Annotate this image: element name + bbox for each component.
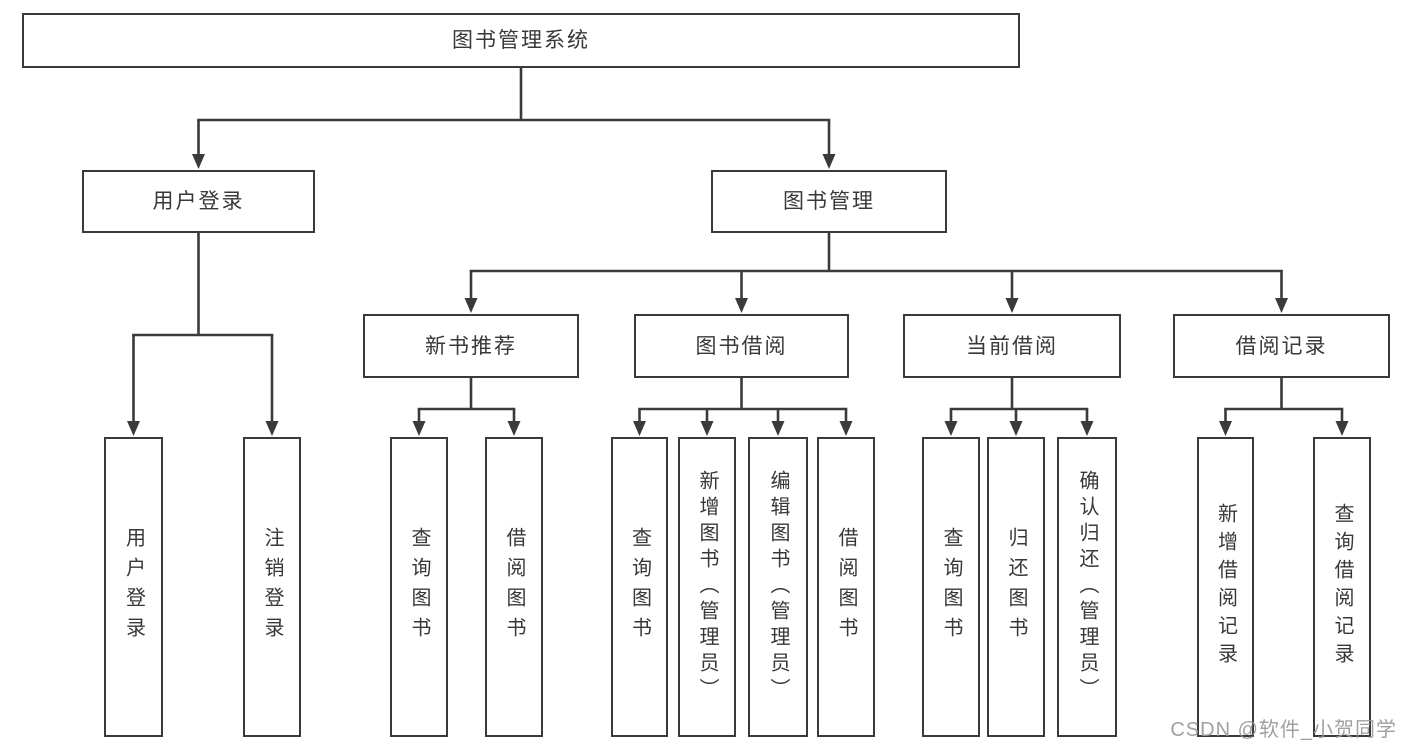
leaf-borrow-books: 借阅图书 [817,437,875,737]
node-current-borrowing: 当前借阅 [903,314,1121,378]
leaf-edit-books-admin: 编辑图书（管理员） [748,437,808,737]
node-borrowing-records: 借阅记录 [1173,314,1390,378]
node-library-management-system: 图书管理系统 [22,13,1020,68]
leaf-query-borrow-record: 查询借阅记录 [1313,437,1371,737]
leaf-user-login: 用户登录 [104,437,163,737]
node-book-management: 图书管理 [711,170,947,233]
csdn-watermark: CSDN @软件_小贺同学 [1170,719,1397,741]
leaf-query-books-recommend: 查询图书 [390,437,448,737]
leaf-add-books-admin: 新增图书（管理员） [678,437,736,737]
leaf-confirm-return-admin: 确认归还（管理员） [1057,437,1117,737]
connector-edges [132,68,1344,422]
leaf-query-books-borrowing: 查询图书 [611,437,668,737]
leaf-query-books-current: 查询图书 [922,437,980,737]
arrowheads [127,154,1349,436]
node-user-login: 用户登录 [82,170,315,233]
leaf-add-borrow-record: 新增借阅记录 [1197,437,1254,737]
node-book-borrowing: 图书借阅 [634,314,849,378]
leaf-return-books: 归还图书 [987,437,1045,737]
leaf-borrow-books-recommend: 借阅图书 [485,437,543,737]
node-new-book-recommendation: 新书推荐 [363,314,579,378]
leaf-logout: 注销登录 [243,437,301,737]
